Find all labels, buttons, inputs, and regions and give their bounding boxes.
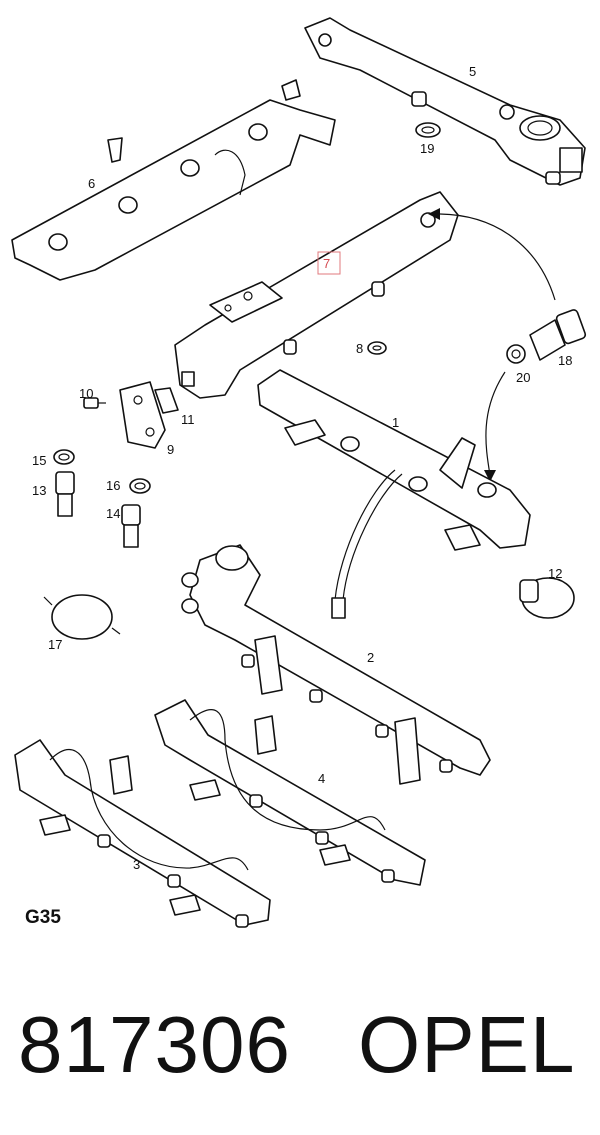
part-8-o-ring [367, 341, 387, 355]
label-6: 6 [88, 176, 95, 191]
part-16-washer [129, 478, 151, 494]
arrow-18-to-7 [439, 213, 556, 301]
arrow-head [484, 470, 496, 482]
part-3-fuel-rail [14, 739, 271, 928]
label-17: 17 [48, 637, 62, 652]
part-6-fuel-rail [11, 79, 336, 281]
label-19: 19 [420, 141, 434, 156]
part-12-regulator [519, 577, 575, 619]
label-5: 5 [469, 64, 476, 79]
part-4-fuel-rail [154, 699, 426, 886]
label-4: 4 [318, 771, 325, 786]
part-7-label-box [317, 251, 341, 275]
brand-name: OPEL [358, 1000, 576, 1089]
part-7-label: 7 [323, 256, 330, 271]
label-9: 9 [167, 442, 174, 457]
part-1-fuel-rail [257, 369, 531, 619]
label-15: 15 [32, 453, 46, 468]
part-14-fitting [121, 504, 141, 548]
label-3: 3 [133, 857, 140, 872]
footer: 817306 OPEL [0, 985, 600, 1105]
part-19-o-ring [415, 122, 441, 138]
part-5-fuel-rail [304, 17, 586, 186]
label-20: 20 [516, 370, 530, 385]
label-18: 18 [558, 353, 572, 368]
group-code: G35 [25, 907, 61, 928]
arrow-head [428, 208, 440, 220]
label-8: 8 [356, 341, 363, 356]
label-1: 1 [392, 415, 399, 430]
label-13: 13 [32, 483, 46, 498]
fuel-rail-exploded-diagram: 7 [11, 17, 587, 928]
label-11: 11 [181, 412, 195, 427]
part-number: 817306 [18, 1000, 291, 1089]
part-18-pressure-sensor [529, 309, 587, 361]
part-10-screw [83, 397, 106, 409]
label-12: 12 [548, 566, 562, 581]
part-20-seal [506, 344, 526, 364]
arrow-20-to-1 [485, 371, 506, 476]
part-2-fuel-rail [181, 544, 491, 785]
part-13-fitting [55, 471, 75, 517]
label-16: 16 [106, 478, 120, 493]
label-10: 10 [79, 386, 93, 401]
part-17-damper [43, 594, 121, 640]
part-15-washer [53, 449, 75, 465]
part-9-flange [119, 381, 166, 449]
part-11-gasket [154, 387, 179, 414]
part-7-fuel-rail [174, 191, 459, 399]
label-2: 2 [367, 650, 374, 665]
label-14: 14 [106, 506, 120, 521]
